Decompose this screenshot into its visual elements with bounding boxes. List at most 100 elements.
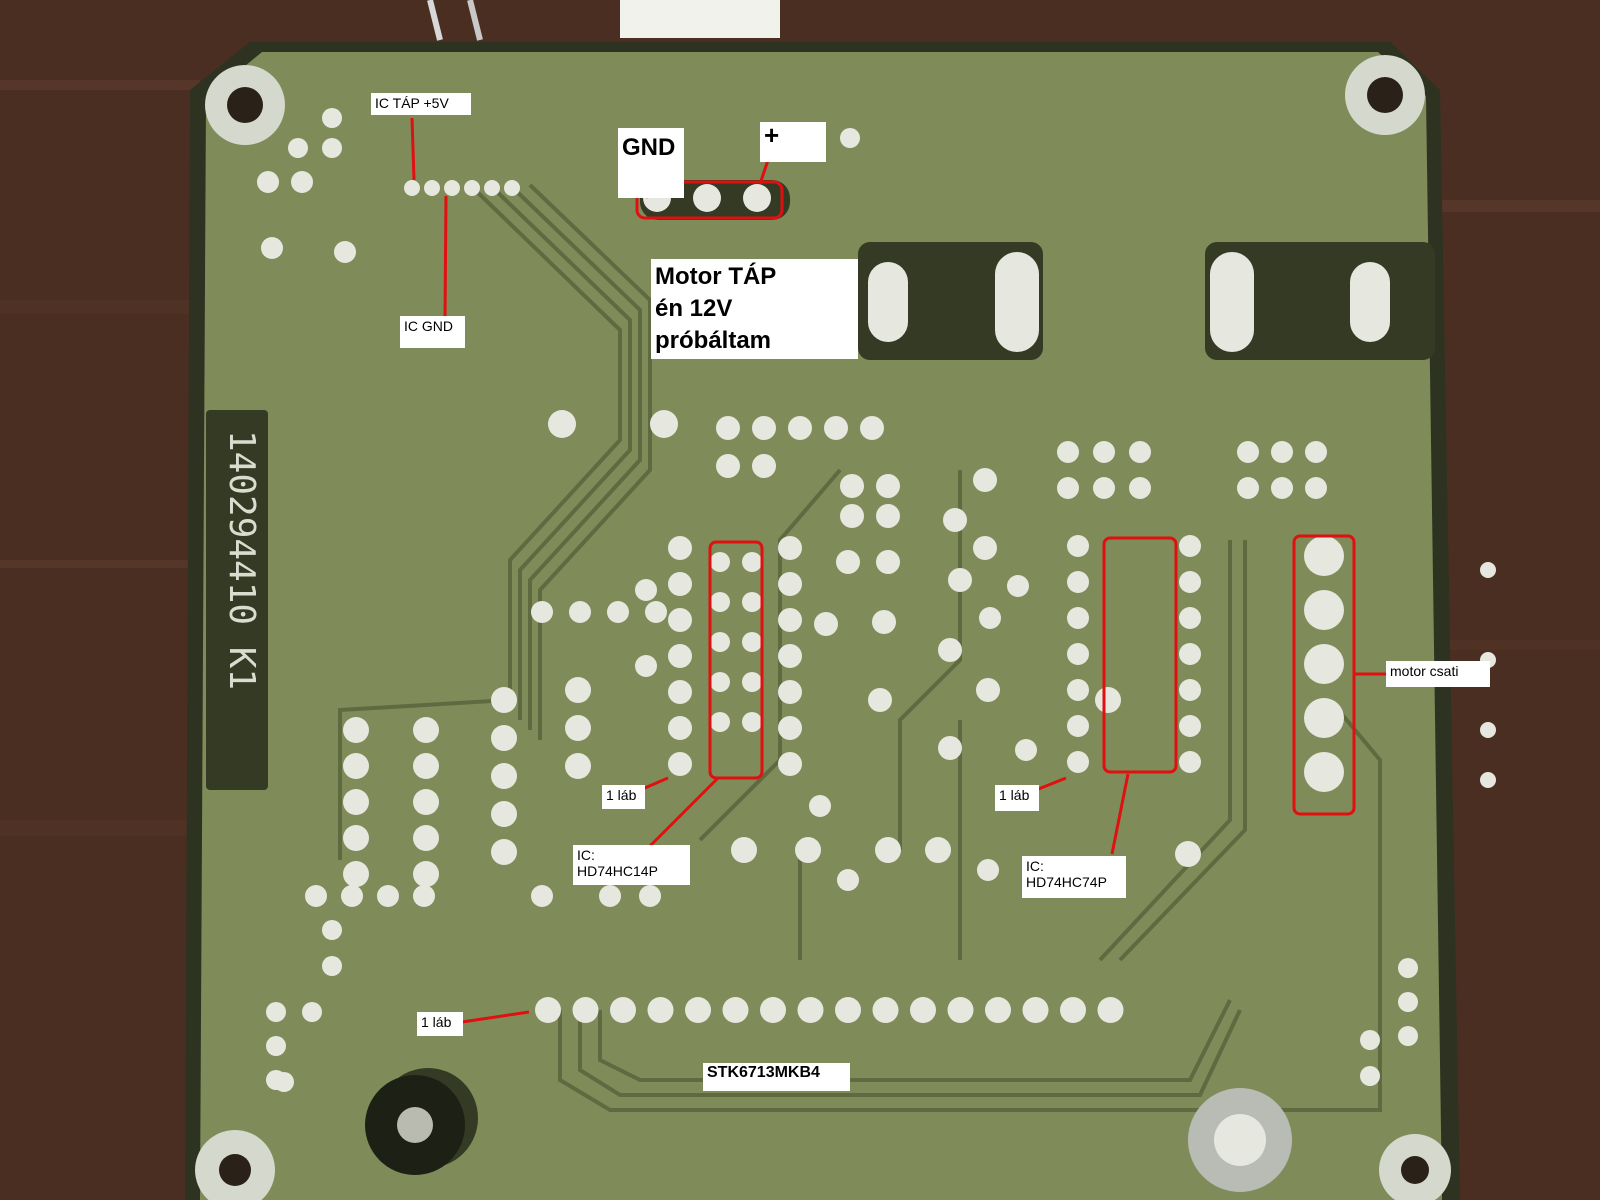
label-motor-tap: Motor TÁP én 12V próbáltam xyxy=(651,259,858,359)
solder-pad xyxy=(261,237,283,259)
solder-pad xyxy=(872,997,899,1023)
solder-pad xyxy=(464,180,480,196)
solder-pad xyxy=(1067,607,1089,629)
solder-pad xyxy=(1057,477,1079,499)
ic1-line xyxy=(646,776,720,850)
solder-pad xyxy=(824,416,848,440)
solder-pad xyxy=(1304,536,1344,576)
ic2-line xyxy=(1110,773,1130,855)
solder-pad xyxy=(938,736,962,760)
solder-pad xyxy=(302,1002,322,1022)
solder-pad xyxy=(742,632,762,652)
solder-pad xyxy=(404,180,420,196)
solder-pad xyxy=(947,997,974,1023)
ic1-box xyxy=(708,540,764,780)
wood-grain xyxy=(0,80,1600,836)
label-ic-hd74hc74p: IC: HD74HC74P xyxy=(1022,856,1126,898)
solder-pad xyxy=(778,680,802,704)
solder-pad xyxy=(1304,752,1344,792)
top-wires xyxy=(427,0,780,41)
solder-pad xyxy=(635,655,657,677)
solder-pad xyxy=(1305,477,1327,499)
solder-pad xyxy=(1480,562,1496,578)
solder-pad xyxy=(565,715,591,741)
solder-pad xyxy=(731,837,757,863)
solder-pad xyxy=(973,536,997,560)
solder-pad xyxy=(266,1002,286,1022)
solder-pad xyxy=(548,410,576,438)
solder-pad xyxy=(1305,441,1327,463)
plus-line xyxy=(758,159,770,185)
solder-pad xyxy=(685,997,711,1023)
silkscreen-code: 140294410 K1 xyxy=(221,430,262,690)
solder-pad xyxy=(876,504,900,528)
solder-pad xyxy=(668,644,692,668)
solder-pad xyxy=(413,789,439,815)
solder-pad xyxy=(572,997,599,1023)
solder-pad xyxy=(565,753,591,779)
solder-pad xyxy=(341,885,363,907)
solder-pad xyxy=(1022,997,1049,1023)
solder-pad xyxy=(322,138,342,158)
solder-pad xyxy=(778,536,802,560)
solder-pad xyxy=(413,861,439,887)
solder-pad xyxy=(814,612,838,636)
solder-pad xyxy=(1237,441,1259,463)
solder-pad xyxy=(973,468,997,492)
solder-pad xyxy=(1237,477,1259,499)
solder-pad xyxy=(305,885,327,907)
solder-pad xyxy=(1097,997,1124,1023)
solder-pad xyxy=(943,508,967,532)
solder-pad xyxy=(985,997,1011,1023)
solder-pad xyxy=(1304,590,1344,630)
solder-pad xyxy=(742,712,762,732)
solder-pad xyxy=(668,572,692,596)
solder-pad xyxy=(1304,644,1344,684)
solder-pad xyxy=(1179,571,1201,593)
solder-pad xyxy=(979,607,1001,629)
solder-pad xyxy=(710,552,730,572)
solder-pad xyxy=(1179,607,1201,629)
solder-pad xyxy=(1007,575,1029,597)
solder-pad xyxy=(377,885,399,907)
solder-pad xyxy=(484,180,500,196)
solder-pad xyxy=(977,859,999,881)
solder-pad xyxy=(274,1072,294,1092)
solder-pad xyxy=(868,688,892,712)
slot-pads xyxy=(868,252,1390,352)
solder-pad xyxy=(334,241,356,263)
solder-pad xyxy=(835,997,861,1023)
solder-pad xyxy=(668,716,692,740)
solder-pad xyxy=(743,184,771,212)
solder-pad xyxy=(948,568,972,592)
solder-pad xyxy=(875,837,901,863)
solder-pad xyxy=(1480,722,1496,738)
solder-pad xyxy=(565,677,591,703)
annotations xyxy=(410,117,1388,1024)
solder-pad xyxy=(795,837,821,863)
solder-pad xyxy=(778,644,802,668)
solder-pad xyxy=(693,184,721,212)
solder-pad xyxy=(1067,643,1089,665)
solder-pad xyxy=(976,678,1000,702)
solder-pad xyxy=(872,610,896,634)
solder-pad xyxy=(639,885,661,907)
solder-pad xyxy=(1015,739,1037,761)
solder-pad xyxy=(291,171,313,193)
solder-pad xyxy=(647,997,674,1023)
solder-pad xyxy=(760,997,786,1023)
traces xyxy=(338,183,1382,1112)
solder-pad xyxy=(491,801,517,827)
solder-pad xyxy=(716,454,740,478)
solder-pad xyxy=(635,579,657,601)
solder-pad xyxy=(668,752,692,776)
solder-pad xyxy=(809,795,831,817)
solder-pad xyxy=(257,171,279,193)
solder-pad xyxy=(1067,715,1089,737)
solder-pad xyxy=(1480,772,1496,788)
label-ic-gnd: IC GND xyxy=(400,316,465,348)
solder-pad xyxy=(778,716,802,740)
solder-pad xyxy=(491,725,517,751)
solder-pad xyxy=(1179,715,1201,737)
